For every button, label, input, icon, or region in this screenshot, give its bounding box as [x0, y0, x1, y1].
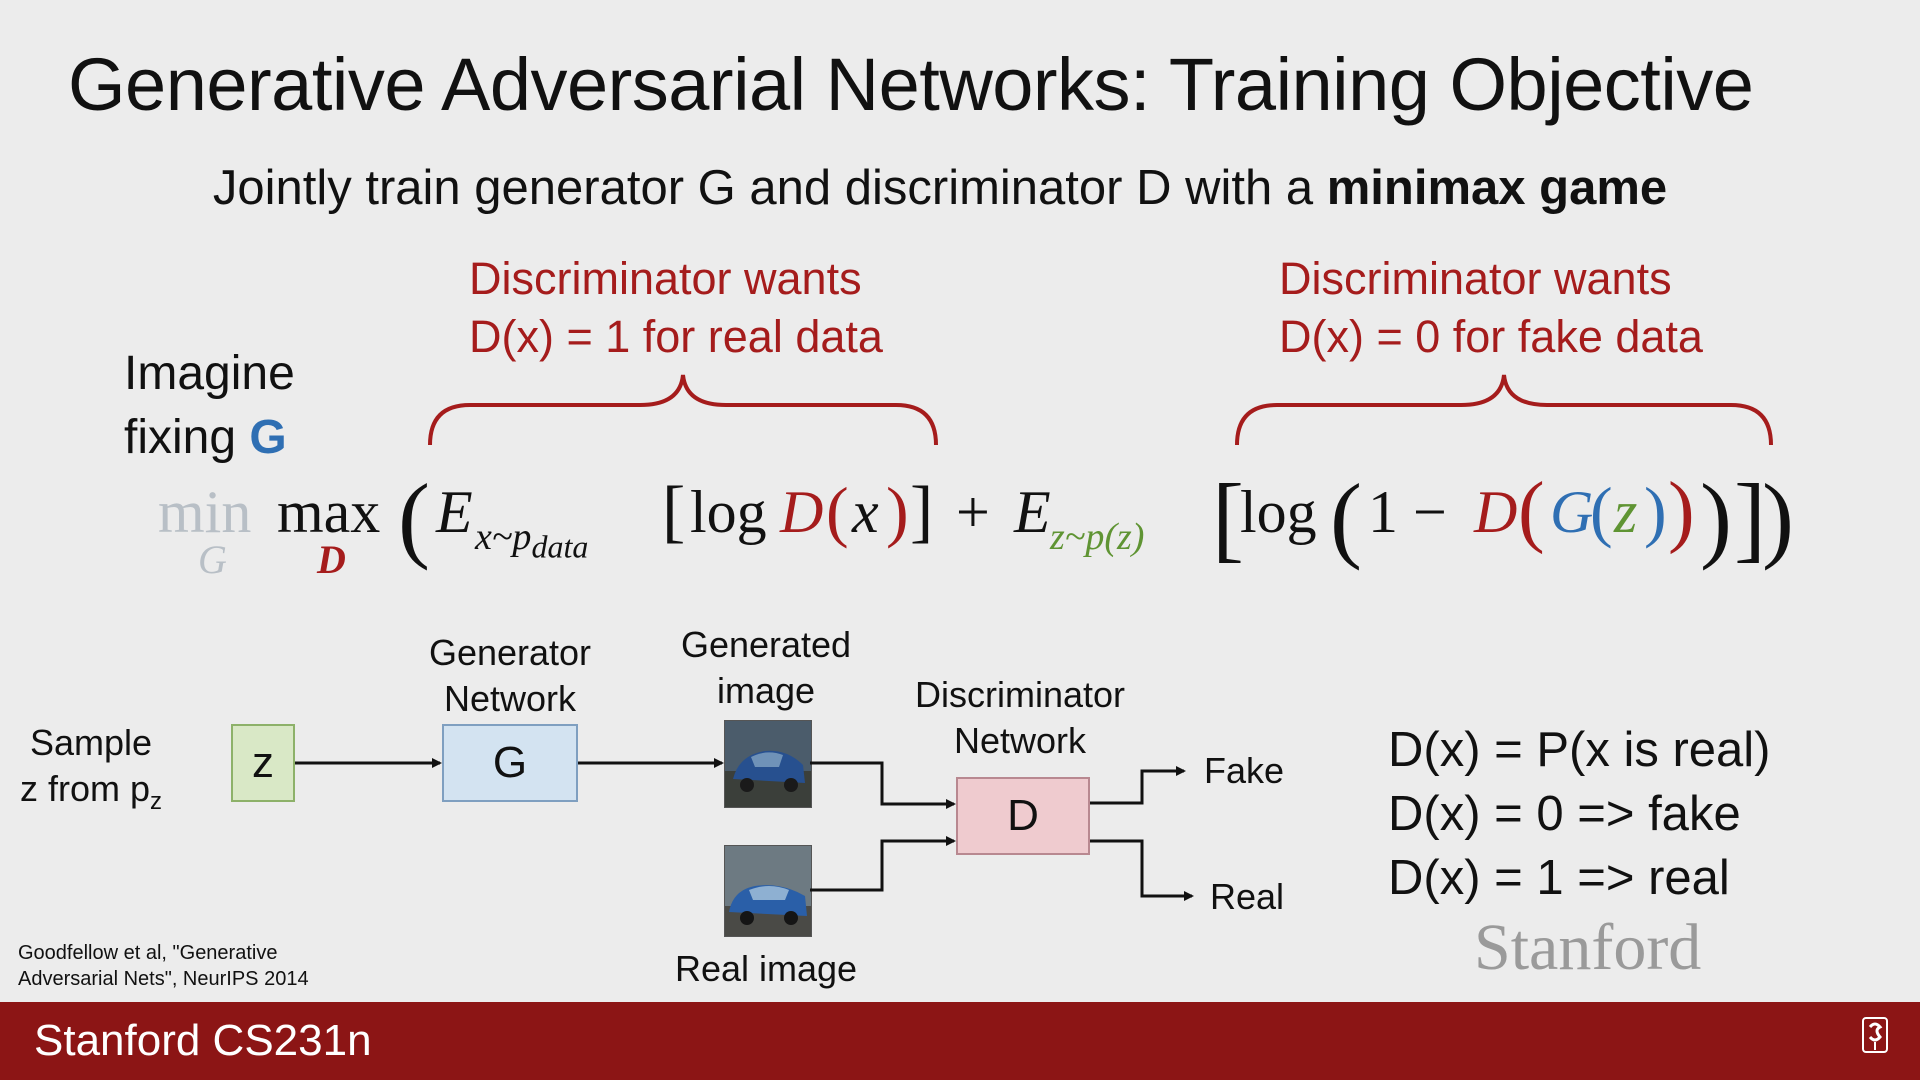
annotation-real-line2: D(x) = 1 for real data [469, 311, 883, 362]
citation: Goodfellow et al, "Generative Adversaria… [18, 940, 309, 992]
imagine-note: Imagine fixing G [124, 342, 295, 470]
slide-title: Generative Adversarial Networks: Trainin… [68, 43, 1754, 126]
eq-E2: E [1014, 479, 1051, 545]
arrow-generated-to-D [810, 761, 956, 809]
annotation-fake-line1: Discriminator wants [1279, 253, 1672, 304]
eq-paren-open: ( [398, 464, 430, 571]
generated-image-label: Generated image [660, 622, 872, 714]
subtitle-bold: minimax game [1326, 161, 1668, 215]
eq-D2-paren-open: ( [1518, 467, 1545, 555]
eq-bracket2-close: ] [1734, 464, 1766, 571]
brace-fake [1235, 374, 1773, 446]
arrow-real-to-D [810, 836, 956, 892]
definitions: D(x) = P(x is real) D(x) = 0 => fake D(x… [1388, 718, 1771, 910]
eq-D1-paren-open: ( [826, 473, 849, 549]
real-car-image [725, 846, 811, 936]
eq-log1: log [690, 479, 767, 545]
real-image-thumbnail [724, 845, 812, 937]
discriminator-label: Discriminator Network [900, 672, 1140, 764]
output-real-label: Real [1210, 876, 1285, 917]
stanford-watermark: Stanford [1474, 911, 1702, 984]
eq-D1: D [780, 479, 824, 545]
eq-plus: + [956, 479, 990, 545]
generated-car-image [725, 721, 811, 807]
generator-label-line1: Generator [428, 632, 592, 673]
eq-max-sub: D [317, 537, 346, 582]
generator-box-label: G [492, 738, 528, 787]
annotation-real-line1: Discriminator wants [469, 253, 862, 304]
generated-label-line1: Generated [680, 624, 852, 665]
eq-G-paren-open: ( [1590, 473, 1613, 549]
generator-box: G [442, 724, 578, 802]
sample-label: Sample z from pz [16, 720, 166, 825]
eq-G: G [1550, 479, 1594, 545]
eq-bracket1-close: ] [910, 473, 934, 550]
eq-z: z [1614, 479, 1638, 545]
eq-E1: E [436, 479, 473, 545]
definition-2: D(x) = 0 => fake [1388, 787, 1741, 841]
eq-G-paren-close: ) [1644, 473, 1667, 549]
eq-paren-close: ) [1762, 464, 1794, 571]
sample-label-sub: z [150, 788, 163, 816]
eq-D1-paren-close: ) [886, 473, 909, 549]
definition-1: D(x) = P(x is real) [1388, 723, 1771, 777]
eq-D2-paren-close: ) [1668, 467, 1695, 555]
citation-line1: Goodfellow et al, "Generative [18, 942, 278, 964]
z-box: z [231, 724, 295, 802]
eq-min: min [158, 479, 252, 545]
generated-label-line2: image [716, 670, 816, 711]
eq-E2-sub: z~p(z) [1050, 516, 1145, 558]
imagine-line2: fixing G [124, 406, 295, 470]
stanford-tree-icon [1862, 1017, 1888, 1053]
citation-line2: Adversarial Nets", NeurIPS 2014 [18, 968, 309, 990]
eq-max: max [277, 479, 381, 545]
eq-E1-sub: x~pdata [475, 515, 588, 566]
eq-bracket1-open: [ [662, 473, 686, 550]
footer-course-title: Stanford CS231n [34, 1016, 372, 1065]
discriminator-label-line2: Network [953, 720, 1087, 761]
sample-label-line1: Sample [29, 722, 153, 763]
subtitle-text: Jointly train generator G and discrimina… [212, 161, 1327, 215]
output-fake-label: Fake [1204, 750, 1285, 791]
annotation-fake: Discriminator wants D(x) = 0 for fake da… [1279, 250, 1703, 366]
eq-D2: D [1474, 479, 1518, 545]
arrow-D-to-real [1090, 839, 1194, 901]
sample-label-text: z from p [19, 768, 151, 809]
imagine-fixing-text: fixing [124, 411, 250, 464]
eq-x: x [852, 479, 879, 545]
z-box-label: z [252, 738, 274, 787]
eq-paren2-open: ( [1330, 464, 1362, 571]
eq-E1-sub-text: x~p [475, 516, 532, 558]
generator-label: Generator Network [410, 630, 610, 722]
brace-real [428, 374, 938, 446]
sample-label-line2: z from pz [16, 766, 166, 825]
eq-one-minus: 1 − [1368, 479, 1447, 545]
annotation-real: Discriminator wants D(x) = 1 for real da… [469, 250, 883, 366]
imagine-g: G [249, 411, 287, 464]
definition-3: D(x) = 1 => real [1388, 851, 1730, 905]
slide-subtitle: Jointly train generator G and discrimina… [0, 160, 1880, 216]
eq-E1-subsub: data [531, 528, 589, 565]
discriminator-box-label: D [1007, 791, 1039, 840]
minimax-equation: min G max D ( E x~pdata [ log D ( x ) ] … [158, 464, 1794, 582]
eq-bracket2-open: [ [1212, 464, 1244, 571]
generator-label-line2: Network [443, 678, 577, 719]
eq-log2: log [1240, 479, 1317, 545]
annotation-fake-line2: D(x) = 0 for fake data [1279, 311, 1703, 362]
generated-image-thumbnail [724, 720, 812, 808]
discriminator-box: D [956, 777, 1090, 855]
imagine-line1: Imagine [124, 347, 295, 400]
eq-paren2-close: ) [1700, 464, 1732, 571]
discriminator-label-line1: Discriminator [914, 674, 1126, 715]
real-image-label: Real image [674, 948, 858, 989]
footer-bar [0, 1002, 1920, 1080]
eq-min-sub: G [198, 537, 227, 582]
arrow-D-to-fake [1090, 766, 1186, 805]
